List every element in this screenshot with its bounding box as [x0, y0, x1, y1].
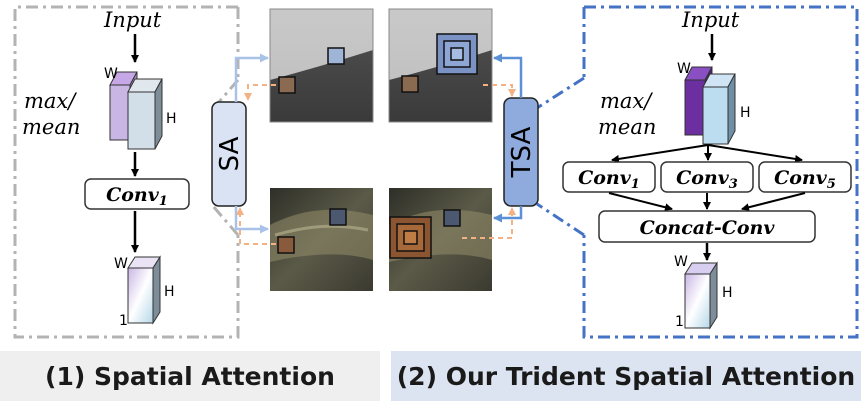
caption-left-text: (1) Spatial Attention — [45, 361, 335, 391]
caption-right-text: (2) Our Trident Spatial Attention — [396, 361, 856, 391]
right-dashed-frame — [582, 5, 859, 339]
concat-conv-label: Concat-Conv — [640, 217, 776, 239]
svg-text:Conv5: Conv5 — [774, 167, 836, 192]
svg-text:Conv3: Conv3 — [676, 167, 738, 192]
left-feature-map-bottom — [127, 255, 161, 325]
conv5-label: Conv — [774, 167, 828, 189]
right-w-top: W — [677, 61, 691, 77]
conv1-sub: 1 — [631, 177, 640, 192]
conv5-sub: 5 — [827, 177, 836, 192]
image-bottom-right — [389, 188, 492, 291]
left-feature-map-top — [109, 71, 163, 150]
left-w-top: W — [104, 66, 118, 82]
right-w-bottom: W — [674, 254, 688, 270]
right-feature-map-bottom — [684, 261, 718, 330]
right-pool-2: mean — [598, 115, 656, 139]
left-w-bottom: W — [114, 256, 128, 272]
conv3-sub: 3 — [729, 177, 738, 192]
left-input-label: Input — [103, 8, 162, 32]
conv3-box — [660, 161, 754, 193]
caption-right: (2) Our Trident Spatial Attention — [391, 351, 861, 401]
conv3-label: Conv — [676, 167, 730, 189]
left-conv-label: Conv — [106, 184, 160, 206]
right-one: 1 — [675, 314, 684, 330]
right-input-label: Input — [681, 8, 740, 32]
left-one: 1 — [119, 313, 128, 329]
svg-text:Conv1: Conv1 — [106, 184, 168, 209]
left-h-top: H — [166, 111, 177, 127]
left-pool-1: max/ — [24, 89, 77, 113]
caption-left: (1) Spatial Attention — [0, 351, 380, 401]
sa-label: SA — [215, 136, 245, 171]
conv1-label: Conv — [578, 167, 632, 189]
image-bottom-left — [270, 188, 373, 291]
right-pool-1: max/ — [600, 89, 653, 113]
left-dashed-frame — [13, 5, 240, 339]
concat-conv-box — [598, 210, 816, 243]
right-h-top: H — [740, 105, 751, 121]
conv1-box — [562, 161, 656, 193]
right-feature-map-top — [684, 66, 736, 145]
image-top-right — [388, 8, 493, 123]
left-conv-sub: 1 — [159, 194, 168, 209]
sa-box — [211, 101, 247, 207]
right-h-bottom: H — [722, 285, 733, 301]
svg-text:Conv1: Conv1 — [578, 167, 640, 192]
tsa-label: TSA — [507, 126, 537, 178]
left-pool-2: mean — [22, 115, 80, 139]
left-h-bottom: H — [164, 284, 175, 300]
conv5-box — [758, 161, 852, 193]
left-conv-box — [84, 178, 190, 210]
image-top-left — [269, 8, 374, 123]
